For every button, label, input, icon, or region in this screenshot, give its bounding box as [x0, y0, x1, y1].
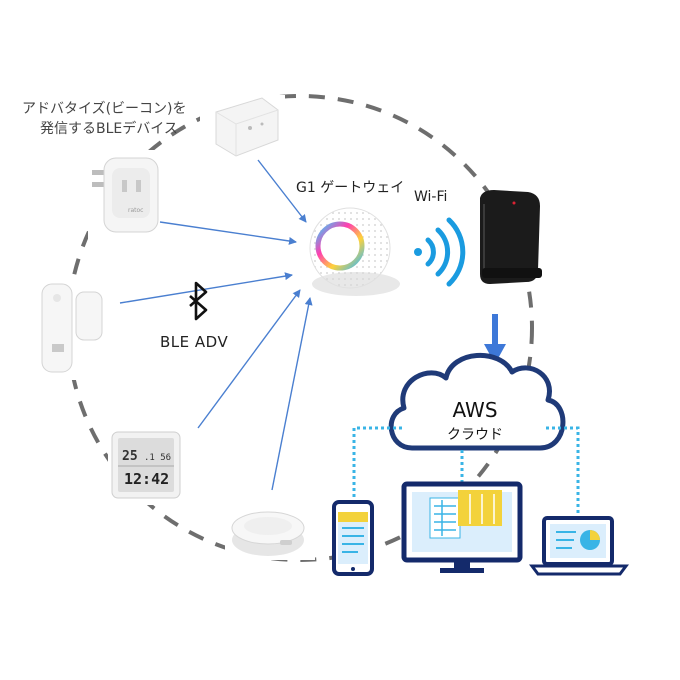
cloud-connectors [352, 426, 580, 518]
smartphone-icon [332, 500, 374, 576]
ble-arrows [119, 159, 313, 491]
ble-adv-label: BLE ADV [160, 333, 229, 351]
router-icon [480, 190, 542, 284]
svg-text:12:42: 12:42 [124, 470, 169, 488]
desktop-monitor-icon [401, 481, 523, 573]
cloud-icon [388, 352, 566, 451]
arrow-sensor-top [257, 159, 307, 223]
thermometer-device: 25 .1 56 12:42 [111, 431, 181, 499]
svg-text:.1 56: .1 56 [144, 453, 171, 463]
beacon-devices-label-line1: アドバタイズ(ビーコン)を [22, 101, 187, 117]
round-button-device [231, 511, 305, 556]
gateway-device-icon [309, 207, 400, 296]
door-sensor-device [41, 283, 103, 373]
gateway-label: G1 ゲートウェイ [296, 180, 405, 196]
arrow-plug [159, 221, 297, 245]
arrow-button [271, 297, 313, 491]
svg-text:25: 25 [122, 449, 138, 464]
wifi-icon [414, 217, 466, 287]
bluetooth-icon [189, 281, 208, 321]
svg-text:ratoc: ratoc [128, 207, 143, 214]
wifi-label: Wi-Fi [414, 189, 448, 205]
aws-title: AWS [452, 398, 498, 422]
arrow-door-sensor [119, 272, 293, 304]
router-to-cloud-arrow [484, 314, 506, 364]
hub-sensor-device [215, 97, 279, 157]
arrow-thermometer [197, 289, 301, 429]
laptop-icon [529, 516, 629, 576]
beacon-devices-label-line2: 発信するBLEデバイス [40, 121, 178, 137]
aws-subtitle: クラウド [447, 427, 503, 443]
smart-plug-device: ratoc [92, 157, 159, 233]
